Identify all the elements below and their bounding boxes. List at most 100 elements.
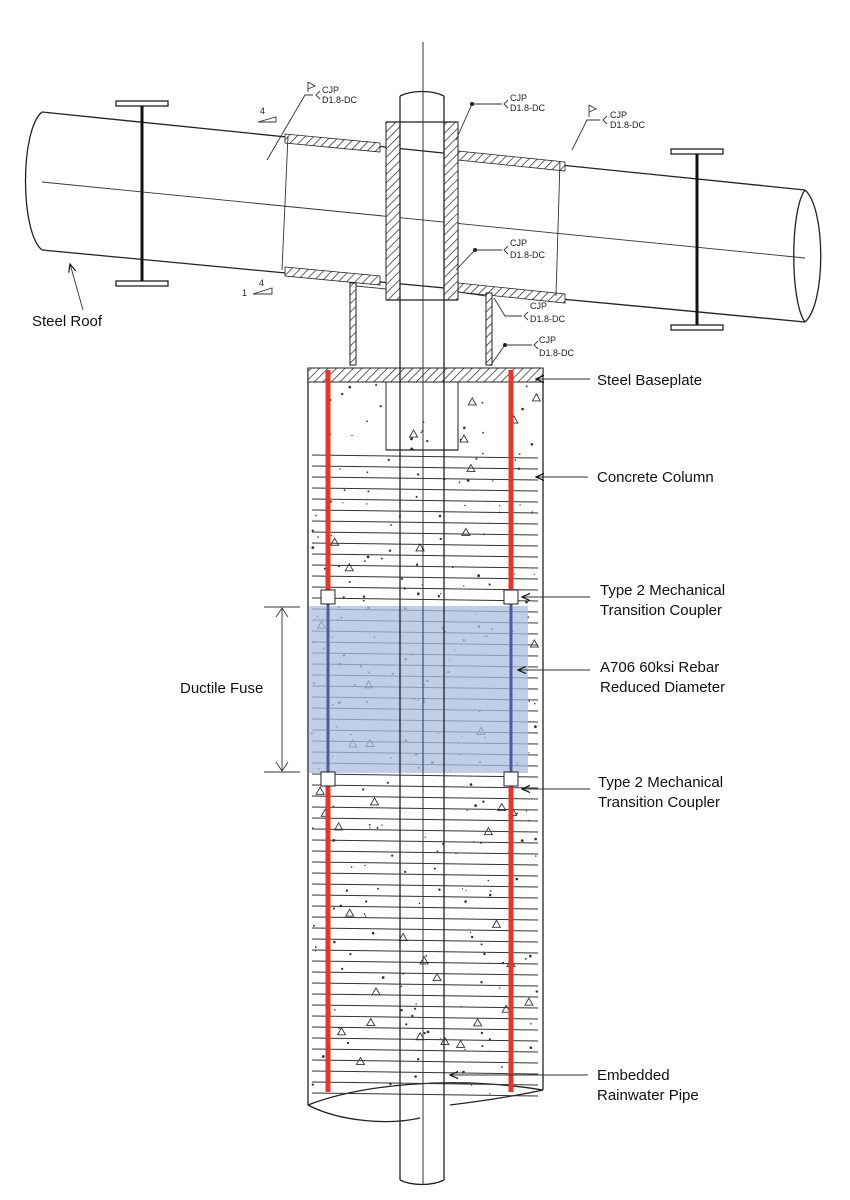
concrete-aggregate	[463, 585, 465, 587]
concrete-aggregate	[346, 1041, 350, 1045]
concrete-aggregate	[369, 796, 380, 806]
concrete-aggregate	[351, 434, 353, 437]
concrete-aggregate	[482, 431, 484, 434]
spiral-tie	[311, 1037, 539, 1042]
concrete-aggregate	[366, 503, 368, 505]
spiral-tie	[311, 465, 539, 470]
concrete-aggregate	[363, 913, 366, 915]
concrete-aggregate	[461, 888, 464, 890]
concrete-aggregate	[323, 567, 326, 570]
concrete-aggregate	[529, 639, 540, 648]
spiral-tie	[311, 1059, 539, 1064]
concrete-aggregate	[525, 385, 528, 388]
svg-text:CJP: CJP	[530, 301, 547, 311]
concrete-aggregate	[368, 824, 371, 826]
concrete-aggregate	[366, 420, 368, 423]
concrete-aggregate	[364, 864, 366, 867]
callout-coupler-top: Type 2 Mechanical Transition Coupler	[522, 582, 725, 619]
svg-text:Embedded: Embedded	[597, 1067, 670, 1084]
concrete-aggregate	[369, 827, 371, 829]
concrete-aggregate	[345, 889, 349, 892]
concrete-aggregate	[491, 919, 502, 928]
concrete-aggregate	[440, 1037, 442, 1039]
concrete-aggregate	[410, 437, 413, 441]
spiral-tie	[311, 509, 539, 514]
spiral-tie	[311, 883, 539, 888]
concrete-aggregate	[516, 812, 518, 815]
weld-symbol: CJP D1.8-DC	[266, 81, 358, 161]
concrete-aggregate	[312, 924, 315, 927]
spiral-tie	[311, 773, 539, 778]
concrete-aggregate	[366, 471, 369, 474]
spiral-tie	[311, 960, 539, 965]
concrete-aggregate	[333, 907, 335, 909]
concrete-aggregate	[488, 583, 491, 586]
concrete-aggregate	[524, 997, 534, 1006]
gusset-plates	[349, 282, 493, 366]
spiral-tie	[311, 993, 539, 998]
concrete-aggregate	[415, 563, 419, 566]
concrete-aggregate	[474, 804, 477, 807]
concrete-aggregate	[415, 543, 425, 552]
concrete-aggregate	[464, 504, 466, 507]
spiral-tie	[311, 894, 539, 899]
concrete-aggregate	[442, 843, 444, 845]
spiral-tie	[311, 597, 539, 602]
concrete-aggregate	[364, 560, 366, 562]
spiral-tie	[311, 575, 539, 580]
concrete-aggregate	[408, 429, 419, 438]
concrete-aggregate	[530, 443, 534, 446]
svg-text:CJP: CJP	[322, 85, 339, 95]
concrete-aggregate	[315, 786, 325, 795]
concrete-aggregate	[317, 536, 319, 538]
concrete-aggregate	[483, 952, 486, 956]
concrete-aggregate	[514, 573, 516, 575]
spiral-tie	[311, 850, 539, 855]
concrete-aggregate	[336, 1026, 347, 1036]
concrete-aggregate	[524, 958, 527, 960]
svg-text:D1.8-DC: D1.8-DC	[510, 103, 546, 113]
concrete-aggregate	[425, 955, 427, 957]
concrete-aggregate	[480, 981, 483, 984]
spiral-tie	[311, 949, 539, 954]
callout-concrete-column: Concrete Column	[536, 469, 714, 486]
concrete-aggregate	[414, 1007, 417, 1010]
concrete-aggregate	[438, 888, 441, 891]
concrete-aggregate	[418, 902, 421, 905]
concrete-aggregate	[362, 599, 365, 602]
spiral-tie	[311, 839, 539, 844]
concrete-aggregate	[314, 950, 316, 952]
spiral-tie	[311, 938, 539, 943]
concrete-aggregate	[525, 600, 528, 604]
concrete-aggregate	[480, 1031, 484, 1035]
svg-text:Steel Baseplate: Steel Baseplate	[597, 372, 702, 389]
concrete-aggregate	[405, 1023, 408, 1026]
concrete-aggregate	[330, 500, 333, 503]
concrete-aggregate	[461, 527, 471, 536]
spiral-tie	[311, 476, 539, 481]
concrete-aggregate	[488, 1038, 491, 1041]
concrete-aggregate	[501, 1004, 511, 1013]
concrete-aggregate	[330, 534, 333, 537]
concrete-aggregate	[501, 1066, 503, 1068]
spiral-tie	[311, 553, 539, 558]
svg-text:D1.8-DC: D1.8-DC	[539, 348, 575, 358]
spiral-tie	[311, 1081, 539, 1086]
concrete-aggregate	[321, 1055, 325, 1058]
concrete-aggregate	[348, 581, 351, 583]
concrete-aggregate	[440, 593, 442, 595]
spiral-tie	[311, 971, 539, 976]
spiral-tie	[311, 1026, 539, 1031]
concrete-aggregate	[376, 826, 379, 829]
spiral-tie	[311, 817, 539, 822]
spiral-tie	[311, 487, 539, 492]
concrete-aggregate	[529, 954, 532, 958]
concrete-aggregate	[455, 1039, 466, 1048]
svg-text:Rainwater Pipe: Rainwater Pipe	[597, 1087, 699, 1104]
svg-text:D1.8-DC: D1.8-DC	[530, 314, 566, 324]
concrete-aggregate	[439, 537, 442, 541]
spiral-tie	[311, 1092, 539, 1097]
concrete-aggregate	[344, 562, 355, 572]
concrete-aggregate	[514, 459, 517, 461]
